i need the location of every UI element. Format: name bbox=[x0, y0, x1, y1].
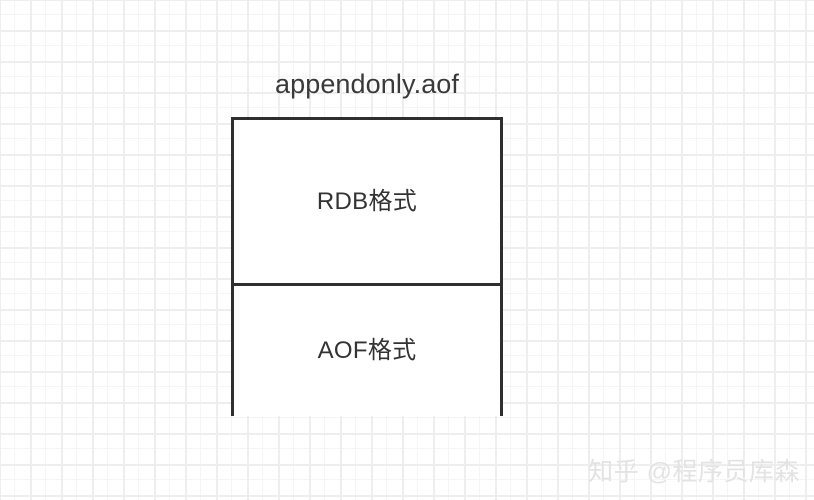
page-title: appendonly.aof bbox=[274, 69, 460, 99]
aof-file-box: RDB格式 AOF格式 bbox=[231, 117, 503, 416]
box-section-aof-label: AOF格式 bbox=[317, 337, 417, 364]
watermark-text: 知乎 @程序员库森 bbox=[588, 458, 800, 486]
box-section-aof: AOF格式 bbox=[234, 283, 500, 416]
box-section-rdb: RDB格式 bbox=[234, 120, 500, 283]
box-section-rdb-label: RDB格式 bbox=[316, 187, 418, 215]
